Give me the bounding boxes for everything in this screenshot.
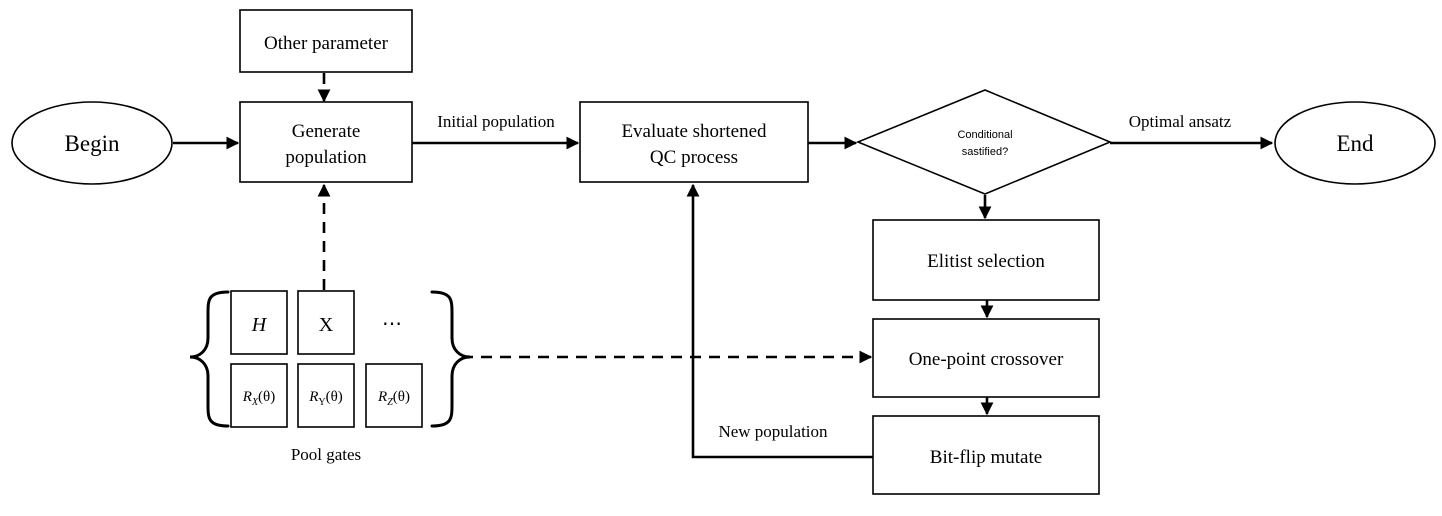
gate-rz-label: RZ(θ) (377, 389, 410, 408)
pool-gates-group: H X ⋯ RX(θ) RY(θ) RZ(θ) Pool gates (189, 290, 471, 464)
gate-ry-base: R (308, 389, 318, 405)
gate-rz-arg: (θ) (393, 389, 410, 405)
gate-box-rx: RX(θ) (230, 363, 288, 428)
gate-box-h: H (230, 290, 288, 355)
generate-population-box: Generate population (239, 101, 413, 183)
gate-x-label: X (319, 314, 334, 336)
mutate-to-evaluate-loop-arrow (686, 183, 873, 459)
condition-label-line1: Conditional (957, 129, 1012, 141)
end-label: End (1336, 131, 1374, 156)
begin-node: Begin (11, 101, 173, 185)
end-node: End (1274, 101, 1436, 185)
evaluate-label-line1: Evaluate shortened (621, 121, 767, 142)
elitist-selection-box: Elitist selection (872, 219, 1100, 301)
crossover-label: One-point crossover (909, 349, 1064, 370)
elitist-selection-label: Elitist selection (927, 251, 1045, 272)
gate-box-ry: RY(θ) (297, 363, 355, 428)
generate-population-label-line2: population (285, 147, 367, 168)
gate-rz-base: R (377, 389, 387, 405)
left-brace (189, 290, 230, 428)
gate-ry-label: RY(θ) (308, 389, 343, 408)
evaluate-box: Evaluate shortened QC process (579, 101, 809, 183)
gate-rx-arg: (θ) (258, 389, 275, 405)
gate-ry-sub: Y (318, 397, 325, 408)
gate-h-label: H (251, 314, 268, 336)
gate-box-rz: RZ(θ) (365, 363, 423, 428)
new-population-label: New population (718, 422, 828, 441)
gate-ry-arg: (θ) (326, 389, 343, 405)
mutate-box: Bit-flip mutate (872, 415, 1100, 495)
condition-diamond: Conditional sastified? (855, 89, 1113, 195)
gate-rx-base: R (242, 389, 252, 405)
right-brace (430, 290, 471, 428)
evaluate-label-line2: QC process (650, 147, 738, 168)
gate-box-x: X (297, 290, 355, 355)
other-parameter-label: Other parameter (264, 33, 389, 54)
mutate-label: Bit-flip mutate (930, 447, 1042, 468)
gate-rx-sub: X (251, 397, 259, 408)
optimal-ansatz-label: Optimal ansatz (1129, 112, 1232, 131)
gate-rz-sub: Z (387, 397, 393, 408)
crossover-box: One-point crossover (872, 318, 1100, 398)
initial-population-label: Initial population (437, 112, 555, 131)
more-gates-ellipsis: ⋯ (382, 313, 402, 335)
pool-gates-caption: Pool gates (291, 445, 361, 464)
condition-label-line2: sastified? (962, 146, 1008, 158)
gate-rx-label: RX(θ) (242, 389, 275, 408)
begin-label: Begin (65, 131, 120, 156)
generate-population-label-line1: Generate (292, 121, 361, 142)
other-parameter-box: Other parameter (239, 9, 413, 73)
